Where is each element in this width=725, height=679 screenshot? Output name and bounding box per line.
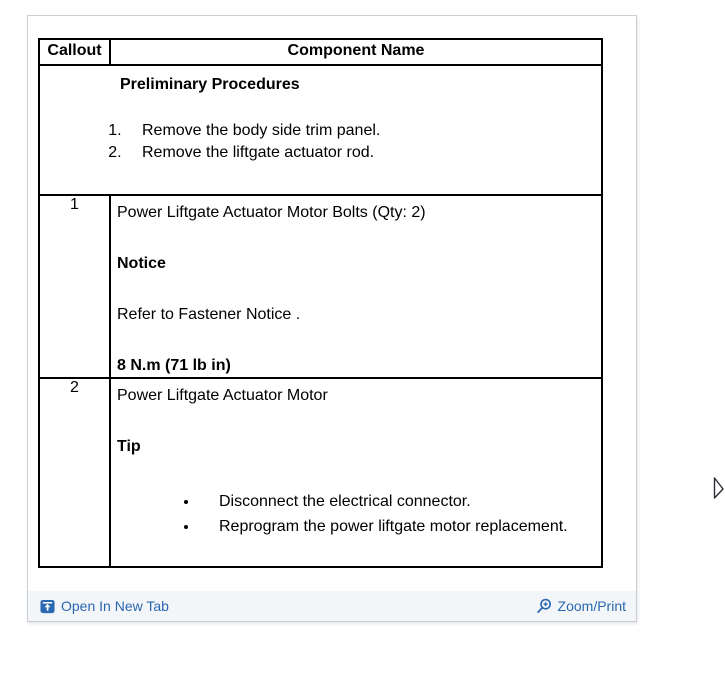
preliminary-steps-list: Remove the body side trim panel. Remove … xyxy=(46,120,595,164)
open-in-new-tab-icon xyxy=(40,599,55,614)
component-cell: Power Liftgate Actuator Motor Tip Discon… xyxy=(109,377,603,568)
callout-number: 2 xyxy=(38,377,111,568)
notice-label: Notice xyxy=(117,255,166,272)
preliminary-procedures-row: Preliminary Procedures Remove the body s… xyxy=(38,64,603,196)
zoom-magnifier-icon xyxy=(536,598,552,615)
component-name-text: Power Liftgate Actuator Motor Bolts (Qty… xyxy=(117,204,426,221)
tip-bullet-list: Disconnect the electrical connector. Rep… xyxy=(117,489,595,539)
tip-label: Tip xyxy=(117,438,141,455)
preliminary-procedures-title: Preliminary Procedures xyxy=(120,76,300,93)
callout-number: 1 xyxy=(38,194,111,379)
tip-bullet: Reprogram the power liftgate motor repla… xyxy=(199,514,595,539)
zoom-print-label: Zoom/Print xyxy=(557,598,626,614)
fastener-notice-text: Refer to Fastener Notice . xyxy=(117,306,301,323)
open-in-new-tab-label: Open In New Tab xyxy=(61,598,169,614)
table-row: 1 Power Liftgate Actuator Motor Bolts (Q… xyxy=(38,194,603,379)
open-in-new-tab-link[interactable]: Open In New Tab xyxy=(40,598,169,614)
component-cell: Power Liftgate Actuator Motor Bolts (Qty… xyxy=(109,194,603,379)
component-table-panel: Callout Component Name Preliminary Proce… xyxy=(27,15,637,622)
table-header-row: Callout Component Name xyxy=(38,38,603,66)
preliminary-procedures-cell: Preliminary Procedures Remove the body s… xyxy=(38,64,603,196)
component-name-text: Power Liftgate Actuator Motor xyxy=(117,387,328,404)
mouse-cursor-icon xyxy=(713,476,725,502)
tip-bullet: Disconnect the electrical connector. xyxy=(199,489,595,514)
callout-column-header: Callout xyxy=(38,38,111,66)
zoom-print-link[interactable]: Zoom/Print xyxy=(536,598,626,615)
table-row: 2 Power Liftgate Actuator Motor Tip Disc… xyxy=(38,377,603,568)
preliminary-step: Remove the body side trim panel. xyxy=(126,120,595,142)
callout-component-table: Callout Component Name Preliminary Proce… xyxy=(38,38,603,568)
panel-footer-bar: Open In New Tab Zoom/Print xyxy=(28,591,636,621)
torque-spec-text: 8 N.m (71 lb in) xyxy=(117,357,231,374)
preliminary-step: Remove the liftgate actuator rod. xyxy=(126,142,595,164)
component-name-column-header: Component Name xyxy=(109,38,603,66)
